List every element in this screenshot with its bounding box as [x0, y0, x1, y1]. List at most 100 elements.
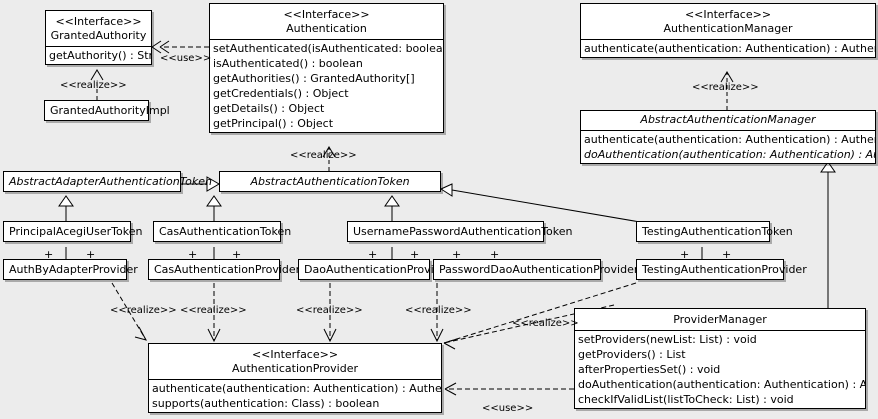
edge-label-realize-abstract-authentication-manager: <<realize>> — [692, 82, 759, 93]
class-box-abstract-authentication-token[interactable]: AbstractAuthenticationToken — [219, 171, 441, 192]
assoc-plus-marker: + — [368, 248, 378, 261]
class-name: AuthByAdapterProvider — [9, 263, 138, 276]
edge-label-realize-cas-authentication-provider: <<realize>> — [180, 305, 247, 316]
class-name: TestingAuthenticationToken — [642, 225, 793, 238]
class-name: DaoAuthenticationProvider — [304, 263, 452, 276]
class-header-authentication-manager: <<Interface>> AuthenticationManager — [581, 4, 875, 39]
class-separator — [46, 46, 151, 47]
class-box-authentication-provider[interactable]: <<Interface>> AuthenticationProvider aut… — [148, 343, 442, 413]
edge-label-realize-abstract-authentication-token: <<realize>> — [290, 150, 357, 161]
class-box-granted-authority-impl[interactable]: GrantedAuthorityImpl — [44, 100, 170, 121]
class-box-cas-authentication-provider[interactable]: CasAuthenticationProvider — [148, 259, 301, 280]
assoc-plus-marker: + — [490, 248, 500, 261]
class-box-password-dao-authentication-provider[interactable]: PasswordDaoAuthenticationProvider — [433, 259, 639, 280]
assoc-plus-marker: + — [188, 248, 198, 261]
class-operations: setAuthenticated(isAuthenticated: boolea… — [210, 40, 443, 132]
class-name: TestingAuthenticationProvider — [642, 263, 807, 276]
edge-label-realize-password-dao-authentication-provider: <<realize>> — [405, 305, 472, 316]
operation: getProviders() : List — [578, 348, 686, 361]
class-box-provider-manager[interactable]: ProviderManager setProviders(newList: Li… — [574, 308, 866, 409]
class-name: CasAuthenticationToken — [159, 225, 292, 238]
assoc-plus-marker: + — [680, 248, 690, 261]
assoc-plus-marker: + — [452, 248, 462, 261]
class-name: AuthenticationManager — [663, 22, 793, 35]
operation: authenticate(authentication: Authenticat… — [584, 42, 875, 55]
operation: doAuthentication(authentication: Authent… — [584, 148, 875, 161]
operation: getPrincipal() : Object — [213, 117, 334, 130]
class-name: AbstractAuthenticationManager — [640, 113, 816, 126]
class-operations: authenticate(authentication: Authenticat… — [581, 131, 875, 163]
operation: authenticate(authentication: Authenticat… — [152, 382, 441, 395]
operation: authenticate(authentication: Authenticat… — [584, 133, 875, 146]
class-name: PasswordDaoAuthenticationProvider — [439, 263, 639, 276]
operation: getDetails() : Object — [213, 102, 325, 115]
class-name: AbstractAdapterAuthenticationToken — [9, 175, 212, 188]
operation: getCredentials() : Object — [213, 87, 349, 100]
class-name: CasAuthenticationProvider — [154, 263, 301, 276]
operation: isAuthenticated() : boolean — [213, 57, 363, 70]
class-header-auth-by-adapter-provider: AuthByAdapterProvider — [4, 260, 138, 279]
class-header-cas-authentication-provider: CasAuthenticationProvider — [149, 260, 301, 279]
operation: afterPropertiesSet() : void — [578, 363, 721, 376]
edge-label-realize-dao-authentication-provider: <<realize>> — [296, 305, 363, 316]
operation: getAuthority() : String — [49, 49, 151, 62]
class-operations: setProviders(newList: List) : void getPr… — [575, 331, 865, 408]
class-separator — [149, 379, 441, 380]
edge-label-use-authentication-granted-authority: <<use>> — [160, 53, 212, 64]
class-operations: authenticate(authentication: Authenticat… — [149, 380, 441, 412]
class-header-cas-authentication-token: CasAuthenticationToken — [154, 222, 292, 241]
operation: getAuthorities() : GrantedAuthority[] — [213, 72, 415, 85]
class-header-granted-authority-impl: GrantedAuthorityImpl — [45, 101, 170, 120]
class-name: AbstractAuthenticationToken — [250, 175, 410, 188]
class-separator — [575, 330, 865, 331]
class-header-password-dao-authentication-provider: PasswordDaoAuthenticationProvider — [434, 260, 639, 279]
edge-label-realize-granted-authority-impl: <<realize>> — [60, 80, 127, 91]
class-header-authentication: <<Interface>> Authentication — [210, 4, 443, 39]
class-box-granted-authority[interactable]: <<Interface>> GrantedAuthority getAuthor… — [45, 10, 152, 65]
edge-label-realize-testing-authentication-provider: <<realize>> — [512, 318, 579, 329]
operation: setAuthenticated(isAuthenticated: boolea… — [213, 42, 443, 55]
operation: setProviders(newList: List) : void — [578, 333, 757, 346]
class-box-authentication-manager[interactable]: <<Interface>> AuthenticationManager auth… — [580, 3, 876, 58]
operation: doAuthentication(authentication: Authent… — [578, 378, 865, 391]
class-header-abstract-authentication-token: AbstractAuthenticationToken — [220, 172, 440, 191]
class-box-abstract-authentication-manager[interactable]: AbstractAuthenticationManager authentica… — [580, 110, 876, 164]
class-stereotype: <<Interface>> — [283, 8, 370, 21]
class-box-testing-authentication-provider[interactable]: TestingAuthenticationProvider — [636, 259, 807, 280]
class-box-testing-authentication-token[interactable]: TestingAuthenticationToken — [636, 221, 793, 242]
class-name: PrincipalAcegiUserToken — [9, 225, 143, 238]
class-box-dao-authentication-provider[interactable]: DaoAuthenticationProvider — [298, 259, 452, 280]
class-box-username-password-authentication-token[interactable]: UsernamePasswordAuthenticationToken — [347, 221, 573, 242]
class-header-principal-acegi-user-token: PrincipalAcegiUserToken — [4, 222, 143, 241]
class-box-authentication[interactable]: <<Interface>> Authentication setAuthenti… — [209, 3, 444, 133]
assoc-plus-marker: + — [410, 248, 420, 261]
class-box-principal-acegi-user-token[interactable]: PrincipalAcegiUserToken — [3, 221, 143, 242]
class-header-abstract-adapter-authentication-token: AbstractAdapterAuthenticationToken — [4, 172, 212, 191]
edge-label-use-provider-manager: <<use>> — [482, 403, 534, 414]
class-header-granted-authority: <<Interface>> GrantedAuthority — [46, 11, 151, 46]
class-header-username-password-authentication-token: UsernamePasswordAuthenticationToken — [348, 222, 573, 241]
class-box-abstract-adapter-authentication-token[interactable]: AbstractAdapterAuthenticationToken — [3, 171, 212, 192]
class-box-auth-by-adapter-provider[interactable]: AuthByAdapterProvider — [3, 259, 138, 280]
assoc-plus-marker: + — [86, 248, 96, 261]
class-header-provider-manager: ProviderManager — [575, 309, 865, 330]
class-separator — [581, 39, 875, 40]
class-stereotype: <<Interface>> — [684, 8, 772, 21]
class-operations: authenticate(authentication: Authenticat… — [581, 40, 875, 57]
class-header-authentication-provider: <<Interface>> AuthenticationProvider — [149, 344, 441, 379]
class-name: Authentication — [286, 22, 367, 35]
edge-label-realize-auth-by-adapter-provider: <<realize>> — [110, 305, 177, 316]
class-header-abstract-authentication-manager: AbstractAuthenticationManager — [581, 111, 875, 130]
assoc-plus-marker: + — [44, 248, 54, 261]
class-name: GrantedAuthority — [50, 29, 147, 42]
class-name: ProviderManager — [673, 313, 767, 326]
class-separator — [210, 39, 443, 40]
class-operations: getAuthority() : String — [46, 47, 151, 64]
class-box-cas-authentication-token[interactable]: CasAuthenticationToken — [153, 221, 292, 242]
assoc-plus-marker: + — [722, 248, 732, 261]
class-name: AuthenticationProvider — [231, 362, 359, 375]
class-header-testing-authentication-provider: TestingAuthenticationProvider — [637, 260, 807, 279]
class-header-dao-authentication-provider: DaoAuthenticationProvider — [299, 260, 452, 279]
operation: supports(authentication: Class) : boolea… — [152, 397, 380, 410]
